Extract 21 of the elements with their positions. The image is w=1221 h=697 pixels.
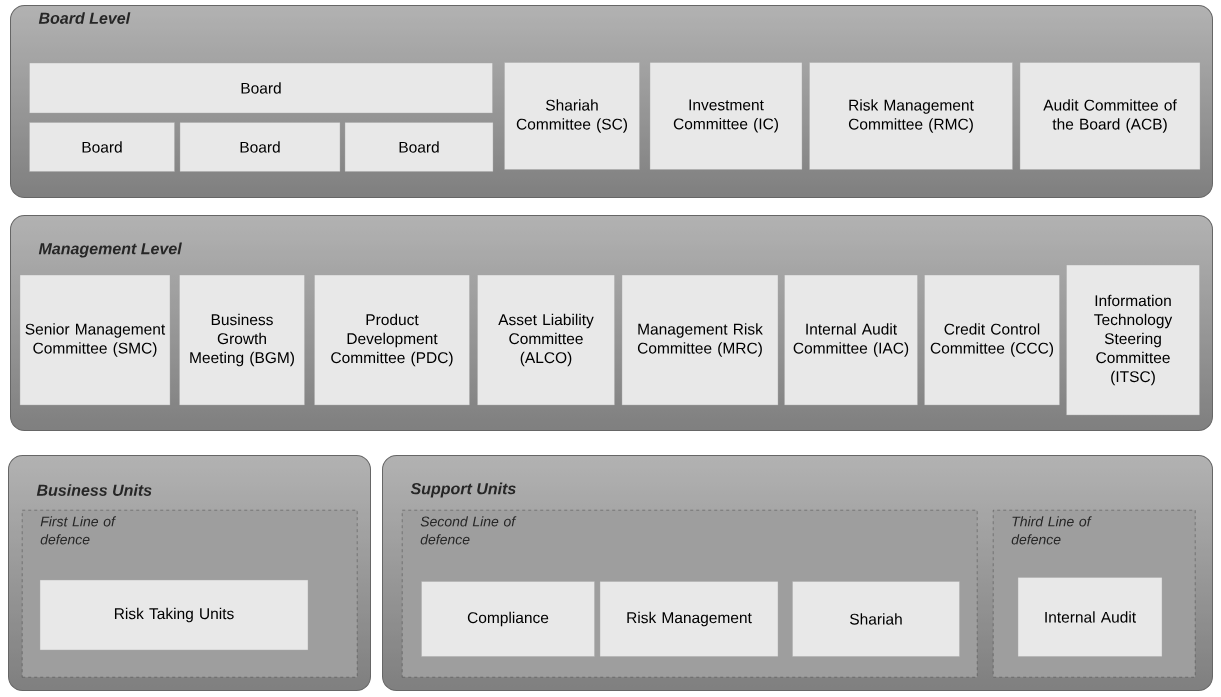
committee-box: Board [29,122,175,172]
committee-box: Risk Management Committee (RMC) [809,62,1013,170]
committee-box: Senior Management Committee (SMC) [19,274,171,406]
committee-box: Credit Control Committee (CCC) [924,274,1060,406]
committee-box: Product Development Committee (PDC) [314,274,470,406]
committee-box: Internal Audit Committee (IAC) [784,274,918,406]
committee-box: Information Technology Steering Committee (ITSC) [1066,264,1200,416]
committee-box: Audit Committee of the Board (ACB) [1019,62,1201,170]
committee-box: Risk Management [599,581,779,657]
committee-box: Board [29,62,493,114]
committee-box: Asset Liability Committee (ALCO) [477,274,615,406]
committee-box: Investment Committee (IC) [649,62,803,170]
committee-box: Internal Audit [1017,577,1163,657]
committee-box: Compliance [421,581,595,657]
committee-box: Business Growth Meeting (BGM) [179,274,305,406]
committee-box: Shariah Committee (SC) [504,62,640,170]
committee-box: Board [344,122,494,172]
committee-box: Risk Taking Units [39,579,309,651]
committee-box: Shariah [792,581,960,657]
committee-box: Management Risk Committee (MRC) [621,274,779,406]
committee-box: Board [179,122,341,172]
